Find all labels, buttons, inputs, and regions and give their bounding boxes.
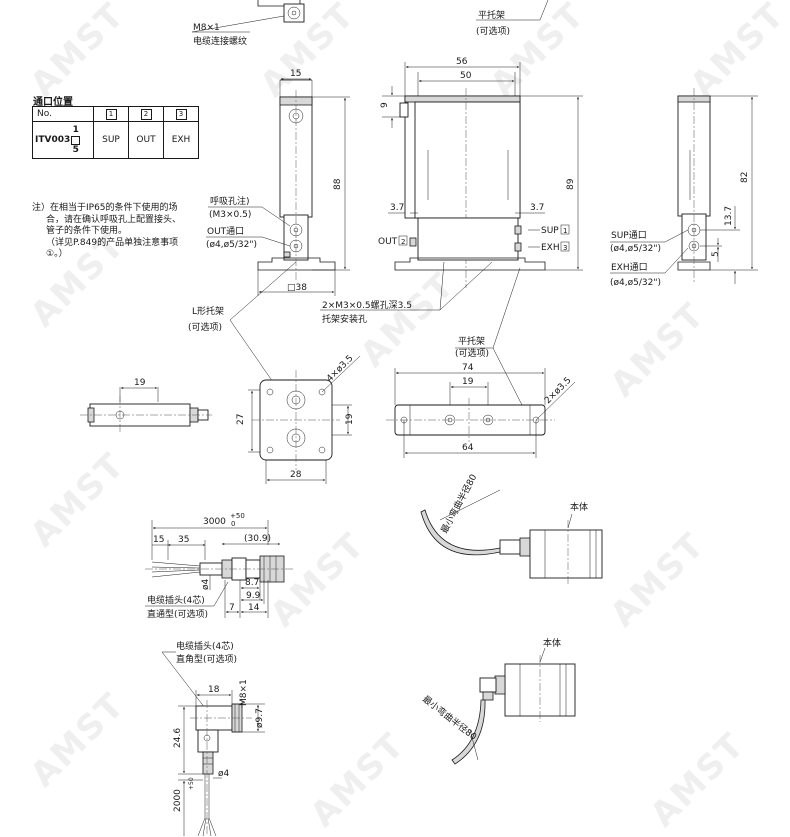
tol-zero: 0 xyxy=(231,520,235,528)
dim-5: 5 xyxy=(711,251,721,257)
flat-bracket: 平托架 (可选项) 74 19 64 2×ø3.5 xyxy=(386,267,576,458)
dim-15b: 15 xyxy=(153,535,164,545)
thread-label: 电缆连接螺纹 xyxy=(193,35,247,47)
table-cell-exh: EXH xyxy=(163,121,199,159)
l-dim-19: 19 xyxy=(134,378,146,388)
flat-dim-19: 19 xyxy=(462,377,474,387)
dim-88: 88 xyxy=(333,178,343,190)
cable-angle: 电缆插头(4芯) 直角型(可选项) 18 ø9.7 M8×1 24.6 ø4 xyxy=(161,640,265,837)
flat-dim-64: 64 xyxy=(462,443,474,453)
top-flat-bracket-ref: 平托架 (可选项) xyxy=(476,0,549,37)
l-dim-28: 28 xyxy=(290,470,302,480)
table-header-3: 3 xyxy=(163,106,199,122)
dim-14: 14 xyxy=(248,603,260,613)
dim-15: 15 xyxy=(290,69,301,79)
dim-m8: M8×1 xyxy=(239,679,249,706)
breather-label: 呼吸孔注) xyxy=(210,195,250,207)
dim-9-9: 9.9 xyxy=(246,591,261,601)
right-view: 82 13.7 5 SUP通口 (ø4,ø5/32") EXH通口 (ø4,ø5… xyxy=(610,88,758,288)
dim-24-6: 24.6 xyxy=(173,728,183,748)
dim-9: 9 xyxy=(380,102,390,108)
angle-phi4: ø4 xyxy=(218,769,230,779)
dim-7: 7 xyxy=(229,603,235,613)
dim-3-7-right: 3.7 xyxy=(530,203,544,213)
thread-size: M8×1 xyxy=(193,23,220,33)
front-out-num: 2 xyxy=(401,238,405,246)
port-table-title: 通口位置 xyxy=(33,97,73,108)
dim-50: 50 xyxy=(460,71,472,81)
front-out-label: OUT xyxy=(378,237,398,247)
front-exh-num: 3 xyxy=(563,244,567,252)
dim-8-7: 8.7 xyxy=(245,578,259,588)
note-line: 合，请在确认呼吸孔上配置接头、 xyxy=(46,214,182,225)
table-header-1: 1 xyxy=(93,106,129,122)
dim-82: 82 xyxy=(740,172,750,183)
l-dim-27: 27 xyxy=(236,414,246,425)
straight-plug-type: 直通型(可选项) xyxy=(147,608,208,620)
screw-hole-label: 2×M3×0.5螺孔深3.5 xyxy=(322,300,412,311)
dim-2000: 2000 xyxy=(173,789,183,812)
table-header-2: 2 xyxy=(128,106,164,122)
flat-holes: 2×ø3.5 xyxy=(543,376,573,406)
dim-phi9-7: ø9.7 xyxy=(255,708,265,728)
front-sup-num: 1 xyxy=(563,227,567,235)
top-connector-fragment: M8×1 电缆连接螺纹 xyxy=(191,0,305,47)
flat-bracket-label: 平托架 xyxy=(458,335,485,347)
dim-3000: 3000 xyxy=(203,517,226,527)
tol-plus: +50 xyxy=(230,512,245,520)
front-view: 56 50 9 89 3.7 3.7 OUT 2 SUP xyxy=(320,57,583,325)
angle-plug-label: 电缆插头(4芯) xyxy=(176,640,234,652)
bend-radius-top: 最小弯曲半径80 本体 xyxy=(420,472,603,585)
dim-3-7-left: 3.7 xyxy=(390,203,404,213)
l-bracket-optional: (可选项) xyxy=(188,321,222,333)
table-cell-sup: SUP xyxy=(93,121,129,159)
flat-dim-74: 74 xyxy=(462,363,474,373)
l-bracket-label: L形托架 xyxy=(192,305,224,317)
side-view: 15 88 □38 呼吸孔注) (M3×0.5) OUT通口 (ø4,ø5/32… xyxy=(206,69,350,296)
dim-38: □38 xyxy=(287,283,307,293)
l-dim-19b: 19 xyxy=(345,413,355,425)
note-line: （详见P.849的产品单独注意事项 xyxy=(46,237,179,248)
cable-straight: 3000 +50 0 15 35 (30.9) ø4 8.7 9.9 xyxy=(145,512,295,620)
ip65-note: 注）在相当于IP65的条件下使用的场 合，请在确认呼吸孔上配置接头、 管子的条件… xyxy=(32,203,197,261)
dim-35: 35 xyxy=(178,535,189,545)
table-header-no: No. xyxy=(32,106,94,122)
side-out-spec: (ø4,ø5/32") xyxy=(206,240,257,250)
bend-top-body: 本体 xyxy=(570,501,588,513)
angle-plug-type: 直角型(可选项) xyxy=(176,653,237,665)
dim-18: 18 xyxy=(208,685,220,695)
right-exh-label: EXH通口 xyxy=(611,262,648,273)
bend-bottom-radius: 最小弯曲半径80 xyxy=(420,693,479,743)
breather-spec: (M3×0.5) xyxy=(209,210,251,220)
port-position-table: No. 1 2 3 ITV003 1 5 SUP OUT EXH xyxy=(32,106,199,159)
note-line: 注）在相当于IP65的条件下使用的场 xyxy=(32,203,178,213)
note-line: ①。） xyxy=(46,249,68,259)
flat-bracket-ref-optional: (可选项) xyxy=(476,25,510,37)
dim-56: 56 xyxy=(456,57,468,67)
dim-phi4: ø4 xyxy=(201,578,211,590)
right-sup-label: SUP通口 xyxy=(611,230,647,241)
dim-30-9: (30.9) xyxy=(244,534,271,544)
straight-plug-label: 电缆插头(4芯) xyxy=(147,594,205,606)
right-sup-spec: (ø4,ø5/32") xyxy=(610,244,661,254)
bend-radius-bottom: 最小弯曲半径80 本体 xyxy=(420,637,576,765)
screw-hole-sub: 托架安装孔 xyxy=(322,313,367,325)
right-exh-spec: (ø4,ø5/32") xyxy=(610,278,661,288)
side-out-label: OUT通口 xyxy=(207,226,244,237)
table-cell-out: OUT xyxy=(128,121,164,159)
flat-bracket-optional: (可选项) xyxy=(455,347,489,359)
front-sup-label: SUP xyxy=(541,226,559,236)
table-model: ITV003 1 5 xyxy=(32,121,94,159)
bend-bottom-body: 本体 xyxy=(543,637,561,649)
dim-13-7: 13.7 xyxy=(724,206,734,226)
l-holes: 4×ø3.5 xyxy=(325,354,355,384)
flat-bracket-ref-label: 平托架 xyxy=(478,9,505,21)
l-bracket: L形托架 (可选项) 19 27 19 xyxy=(80,261,361,484)
note-line: 管子的条件下使用。 xyxy=(46,226,128,236)
angle-tol: +50 xyxy=(188,777,195,790)
dim-89: 89 xyxy=(566,178,576,190)
front-exh-label: EXH xyxy=(541,243,560,253)
